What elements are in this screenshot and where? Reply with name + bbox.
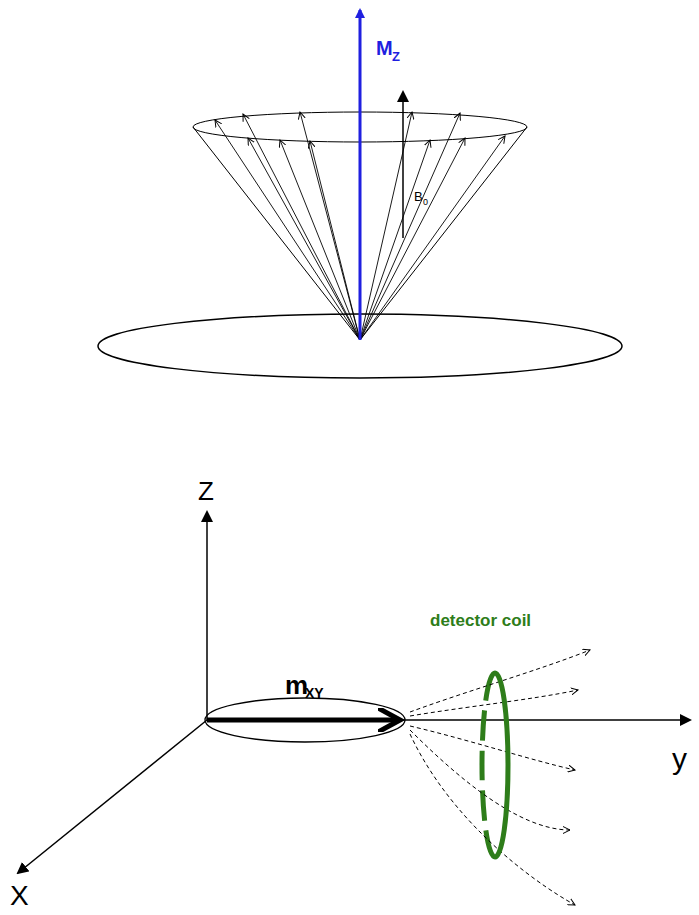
mxy-vector bbox=[207, 718, 400, 723]
b0-label: B bbox=[414, 190, 423, 203]
y-axis-label: y bbox=[672, 744, 687, 774]
cone-edge bbox=[360, 127, 527, 340]
detector-coil-back bbox=[482, 673, 495, 857]
cone-edge bbox=[193, 127, 360, 340]
x-axis-label: X bbox=[10, 882, 29, 910]
b0-arrow bbox=[402, 92, 404, 238]
z-axis-label: Z bbox=[198, 478, 214, 504]
mxy-label: m bbox=[285, 672, 308, 698]
mz-subscript: Z bbox=[392, 50, 400, 63]
mz-arrow bbox=[359, 10, 362, 340]
x-axis bbox=[18, 720, 207, 873]
detector-coil-label: detector coil bbox=[430, 612, 531, 629]
y-axis bbox=[207, 719, 690, 721]
precession-ellipse bbox=[205, 698, 405, 742]
mz-label: M bbox=[376, 38, 393, 58]
detector-coil-front bbox=[495, 673, 508, 857]
mxy-subscript: XY bbox=[305, 686, 324, 700]
b0-subscript: 0 bbox=[423, 198, 428, 207]
flux-lines bbox=[410, 650, 590, 905]
z-axis bbox=[206, 512, 208, 720]
